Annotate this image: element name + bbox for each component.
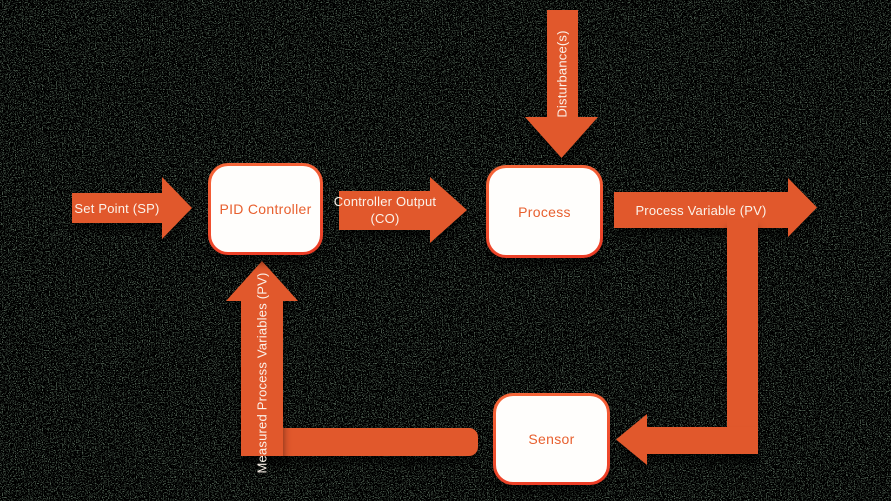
process-box: Process xyxy=(486,165,603,258)
feedback-down-connector-bar xyxy=(727,220,758,454)
pid-controller-box-label: PID Controller xyxy=(219,201,312,217)
sensor-input-arrowhead-icon xyxy=(616,414,647,465)
set-point-label: Set Point (SP) xyxy=(74,200,160,216)
controller-output-label: Controller Output (CO) xyxy=(333,187,437,233)
controller-output-arrow-shaft xyxy=(339,191,430,230)
process-variable-arrow: Process Variable (PV) xyxy=(614,178,817,237)
sensor-input-arrow xyxy=(616,414,758,465)
process-box-label: Process xyxy=(518,203,571,220)
set-point-arrow-shaft xyxy=(72,193,162,223)
disturbance-arrow-shaft xyxy=(547,10,578,117)
measured-pv-arrow: Measured Process Variables (PV) xyxy=(226,261,298,474)
disturbance-arrowhead-icon xyxy=(525,117,598,158)
disturbance-arrow: Disturbance(s) xyxy=(525,10,598,158)
measured-pv-label: Measured Process Variables (PV) xyxy=(254,272,270,474)
set-point-arrow: Set Point (SP) xyxy=(72,177,192,239)
sensor-box: Sensor xyxy=(493,393,610,485)
process-variable-label: Process Variable (PV) xyxy=(635,202,767,218)
controller-output-arrowhead-icon xyxy=(430,177,467,243)
process-variable-arrow-shaft xyxy=(614,192,788,228)
set-point-arrowhead-icon xyxy=(162,177,192,239)
sensor-box-label: Sensor xyxy=(528,431,575,447)
process-variable-arrowhead-icon xyxy=(788,178,817,237)
controller-output-label-line1: Controller Output xyxy=(333,194,437,209)
controller-output-arrow: Controller Output (CO) xyxy=(334,177,467,243)
feedback-down-connector xyxy=(727,220,758,454)
measured-pv-arrow-shaft xyxy=(241,300,283,456)
disturbance-label: Disturbance(s) xyxy=(554,30,570,118)
sensor-input-arrow-shaft xyxy=(647,427,758,454)
pid-controller-box: PID Controller xyxy=(208,163,323,255)
controller-output-label-line2: (CO) xyxy=(370,211,400,226)
